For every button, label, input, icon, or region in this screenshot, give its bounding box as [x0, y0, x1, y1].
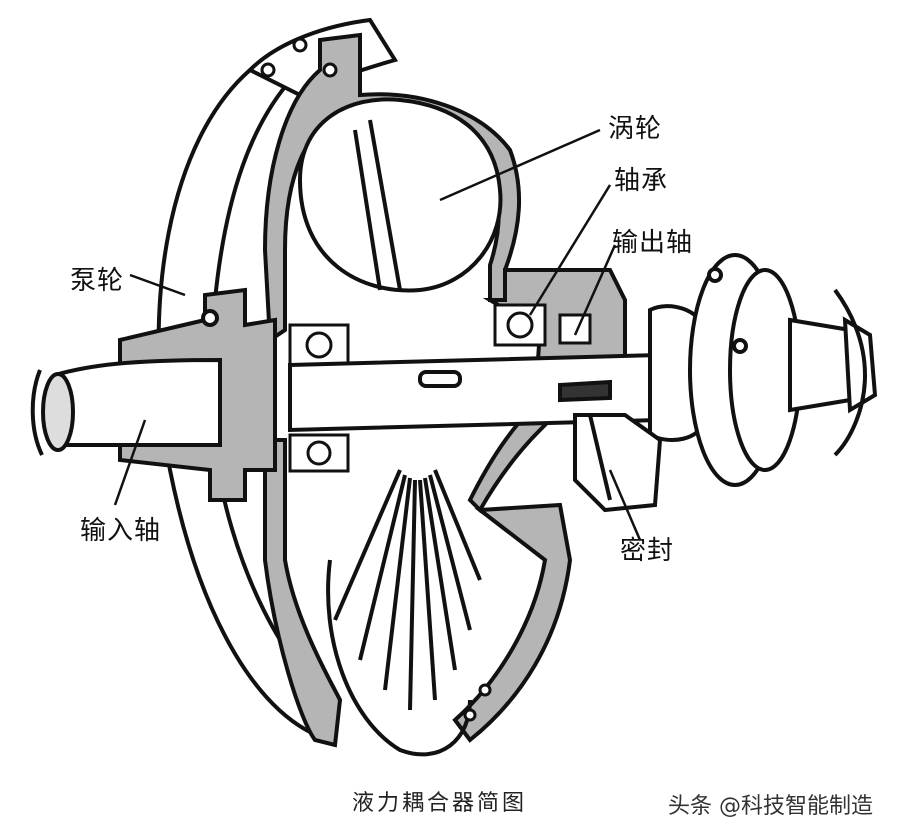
label-bearing: 轴承: [614, 166, 669, 196]
seal: [573, 413, 663, 513]
turbine-upper-window: [297, 97, 503, 293]
leader-lines: [113, 128, 642, 541]
input-shaft: [30, 357, 222, 456]
flange-bolt-holes: [260, 37, 492, 722]
watermark: 头条 @科技智能制造: [668, 794, 873, 819]
output-flange: [648, 253, 878, 487]
label-output-shaft: 输出轴: [612, 228, 694, 258]
label-pump-wheel: 泵轮: [70, 266, 125, 296]
turbine-lower-blades: [326, 469, 482, 757]
label-turbine: 涡轮: [608, 114, 663, 144]
bearings: [288, 303, 592, 473]
diagram-caption: 液力耦合器简图: [352, 791, 528, 816]
label-input-shaft: 输入轴: [80, 516, 162, 546]
label-seal: 密封: [620, 536, 675, 566]
